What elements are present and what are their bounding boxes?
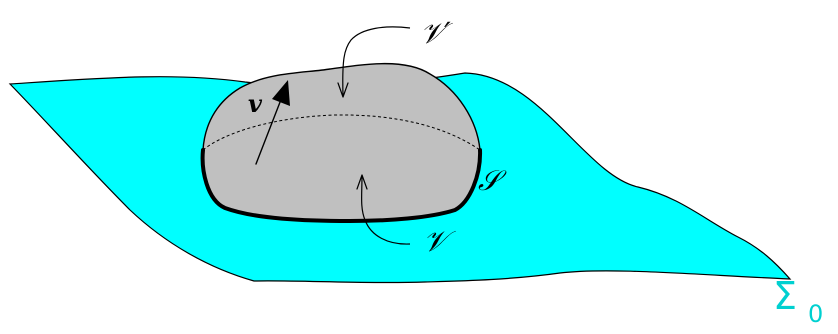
pointer-arrow-bottom [356,174,411,245]
boundary-curve-s [200,148,483,224]
label-sigma: Σ [773,274,797,318]
curved-arrow-up-icon [361,175,411,245]
arrow-up-right-icon [272,80,290,106]
curved-arrow-down-icon [342,26,411,97]
pointer-arrow-top [337,26,411,98]
label-sigma-subscript: 0 [808,300,823,328]
label-v-prime: 𝒱′ [420,16,453,50]
label-vector-v: v [248,89,263,118]
dashed-rim [202,114,481,151]
normal-vector [255,80,290,165]
dome-region [201,62,481,222]
